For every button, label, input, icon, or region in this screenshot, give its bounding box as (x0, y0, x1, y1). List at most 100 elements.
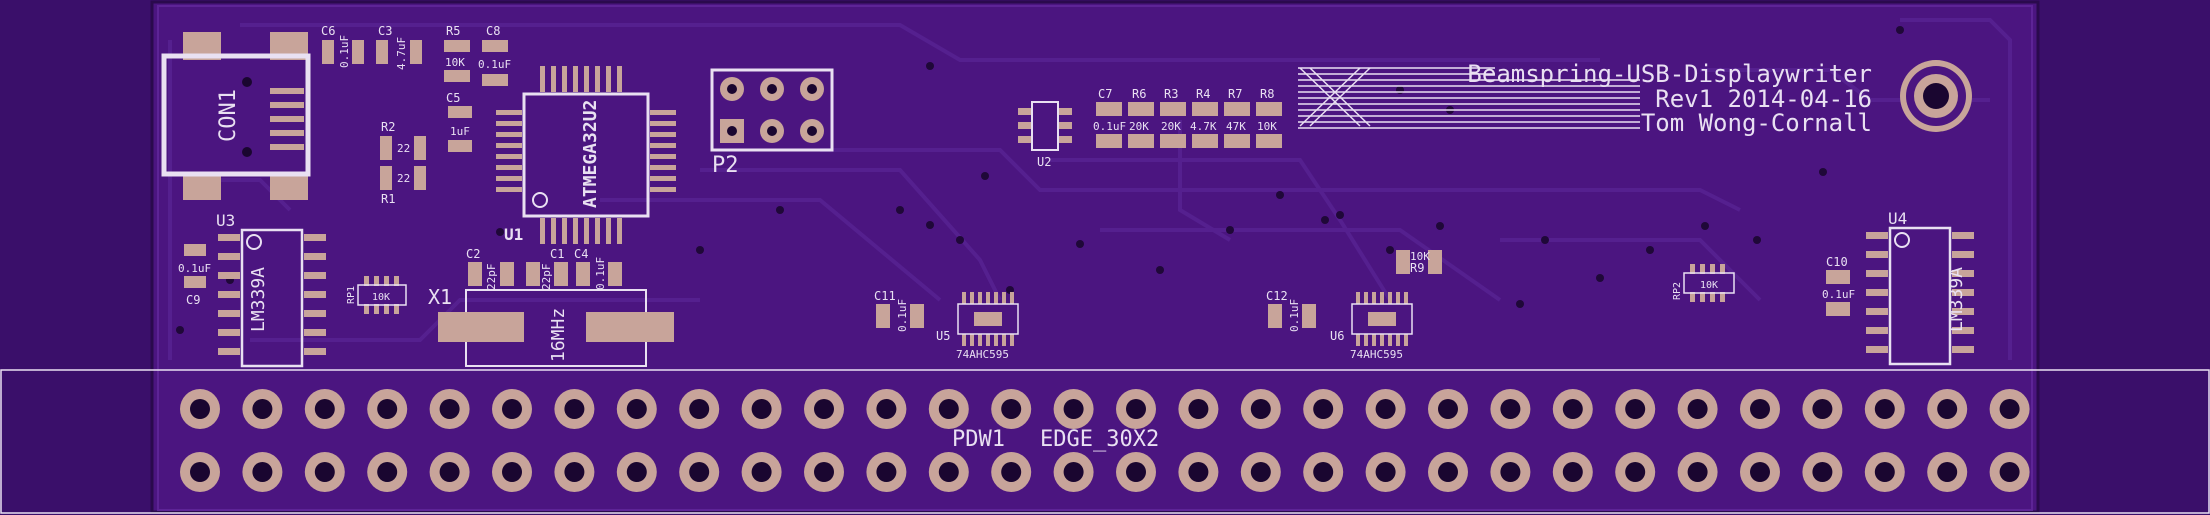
capacitor-c7: C7 0.1uF (1093, 87, 1126, 148)
svg-text:74AHC595: 74AHC595 (956, 348, 1009, 361)
edge-pad (554, 389, 595, 429)
svg-text:R8: R8 (1260, 87, 1274, 101)
svg-text:22pF: 22pF (540, 264, 553, 291)
edge-pad (804, 389, 844, 429)
svg-text:R5: R5 (446, 24, 460, 38)
edge-pad (1303, 452, 1344, 492)
beam-lines-logo (1298, 67, 1640, 129)
capacitor-c1: C1 22pF (526, 247, 568, 290)
edge-pad (1365, 389, 1406, 429)
svg-text:LM339A: LM339A (1946, 267, 1967, 332)
board-outline (157, 5, 2033, 511)
edge-pad (492, 389, 532, 429)
edge-pad (1864, 452, 1905, 492)
svg-text:C2: C2 (466, 247, 480, 261)
resistor-r9: 10K R9 (1396, 250, 1442, 275)
svg-text:4.7K: 4.7K (1190, 120, 1217, 133)
svg-text:20K: 20K (1161, 120, 1181, 133)
edge-pad (928, 452, 969, 492)
svg-text:20K: 20K (1129, 120, 1149, 133)
edge-pad (991, 389, 1032, 429)
svg-text:C7: C7 (1098, 87, 1112, 101)
edge-pad (1303, 389, 1344, 429)
resnet-rp2: 10K RP2 (1672, 264, 1735, 302)
edge-pad (928, 389, 969, 429)
edge-pad (367, 452, 408, 492)
edge-pad (1989, 452, 2030, 492)
edge-pad (1552, 452, 1593, 492)
header-p2: P2 (710, 68, 834, 178)
shift-register-u5: U5 74AHC595 (936, 292, 1019, 361)
svg-text:U3: U3 (216, 211, 235, 230)
svg-text:C4: C4 (574, 247, 588, 261)
svg-text:R9: R9 (1410, 261, 1424, 275)
svg-text:U5: U5 (936, 329, 950, 343)
shift-register-u6: U6 74AHC595 (1330, 292, 1413, 361)
edge-strip-outline (0, 369, 2210, 514)
edge-pad (991, 452, 1032, 492)
edge-pad (616, 389, 657, 429)
resistor-r5: R5 10K (444, 24, 470, 82)
capacitor-c3: C3 4.7uF (376, 24, 422, 70)
edge-pad (429, 389, 470, 429)
edge-pad (1927, 452, 1968, 492)
svg-text:RP2: RP2 (1672, 282, 1683, 300)
edge-pad (1365, 452, 1406, 492)
edge-pad (1240, 452, 1281, 492)
svg-text:C12: C12 (1266, 289, 1288, 303)
edge-pad (1428, 452, 1468, 492)
edge-pad (1677, 389, 1718, 429)
capacitor-c4: C4 0.1uF (574, 247, 622, 290)
resistor-row: C7 0.1uF R6 20K R3 20K R4 4.7K R7 47K R8… (1093, 87, 1282, 148)
u1-value: ATMEGA32U2 (580, 100, 601, 208)
svg-text:0.1uF: 0.1uF (178, 262, 211, 275)
svg-text:10K: 10K (1410, 250, 1430, 263)
edge-pad (492, 452, 532, 492)
svg-text:74AHC595: 74AHC595 (1350, 348, 1403, 361)
svg-text:X1: X1 (428, 285, 452, 309)
usb-connector-con1: CON1 (161, 32, 311, 200)
edge-pad (679, 452, 720, 492)
title-block: Beamspring-USB-Displaywriter Rev1 2014-0… (1298, 60, 1872, 137)
mounting-hole-icon (1900, 60, 1972, 132)
comparator-u3: U3 LM339A (216, 211, 326, 368)
edge-pad (1864, 389, 1905, 429)
edge-pad (304, 452, 345, 492)
svg-text:R4: R4 (1196, 87, 1210, 101)
capacitor-c10: C10 0.1uF (1822, 255, 1855, 316)
svg-text:U4: U4 (1888, 209, 1907, 228)
edge-pad (180, 452, 220, 492)
svg-text:C9: C9 (186, 293, 200, 307)
edge-pad (242, 452, 283, 492)
vias (176, 26, 1944, 334)
svg-text:C8: C8 (486, 24, 500, 38)
edge-pad (242, 389, 283, 429)
edge-pad (1428, 389, 1468, 429)
svg-text:22pF: 22pF (485, 264, 498, 291)
svg-text:C1: C1 (550, 247, 564, 261)
edge-pad (616, 452, 657, 492)
svg-text:47K: 47K (1226, 120, 1246, 133)
edge-pad (866, 452, 907, 492)
comparator-u4: U4 LM339A (1866, 209, 1974, 366)
edge-pad (1490, 452, 1531, 492)
capacitor-c12: C12 0.1uF (1266, 289, 1316, 332)
svg-text:10K: 10K (372, 292, 390, 303)
resistor-r8: R8 10K (1256, 87, 1282, 148)
capacitor-c5: C5 1uF (446, 91, 472, 152)
resnet-rp1: 10K RP1 (346, 276, 407, 314)
edge-pad (741, 389, 782, 429)
u1-ref: U1 (504, 225, 523, 244)
edge-pad (554, 452, 595, 492)
svg-text:0.1uF: 0.1uF (1288, 299, 1301, 332)
svg-text:R6: R6 (1132, 87, 1146, 101)
svg-text:0.1uF: 0.1uF (478, 58, 511, 71)
edge-pad (180, 389, 220, 429)
edge-pad (804, 452, 844, 492)
svg-text:U6: U6 (1330, 329, 1344, 343)
edge-pad (1178, 389, 1219, 429)
capacitor-c9: 0.1uF C9 (178, 244, 211, 307)
capacitor-c6: C6 0.1uF (321, 24, 364, 68)
svg-text:C10: C10 (1826, 255, 1848, 269)
